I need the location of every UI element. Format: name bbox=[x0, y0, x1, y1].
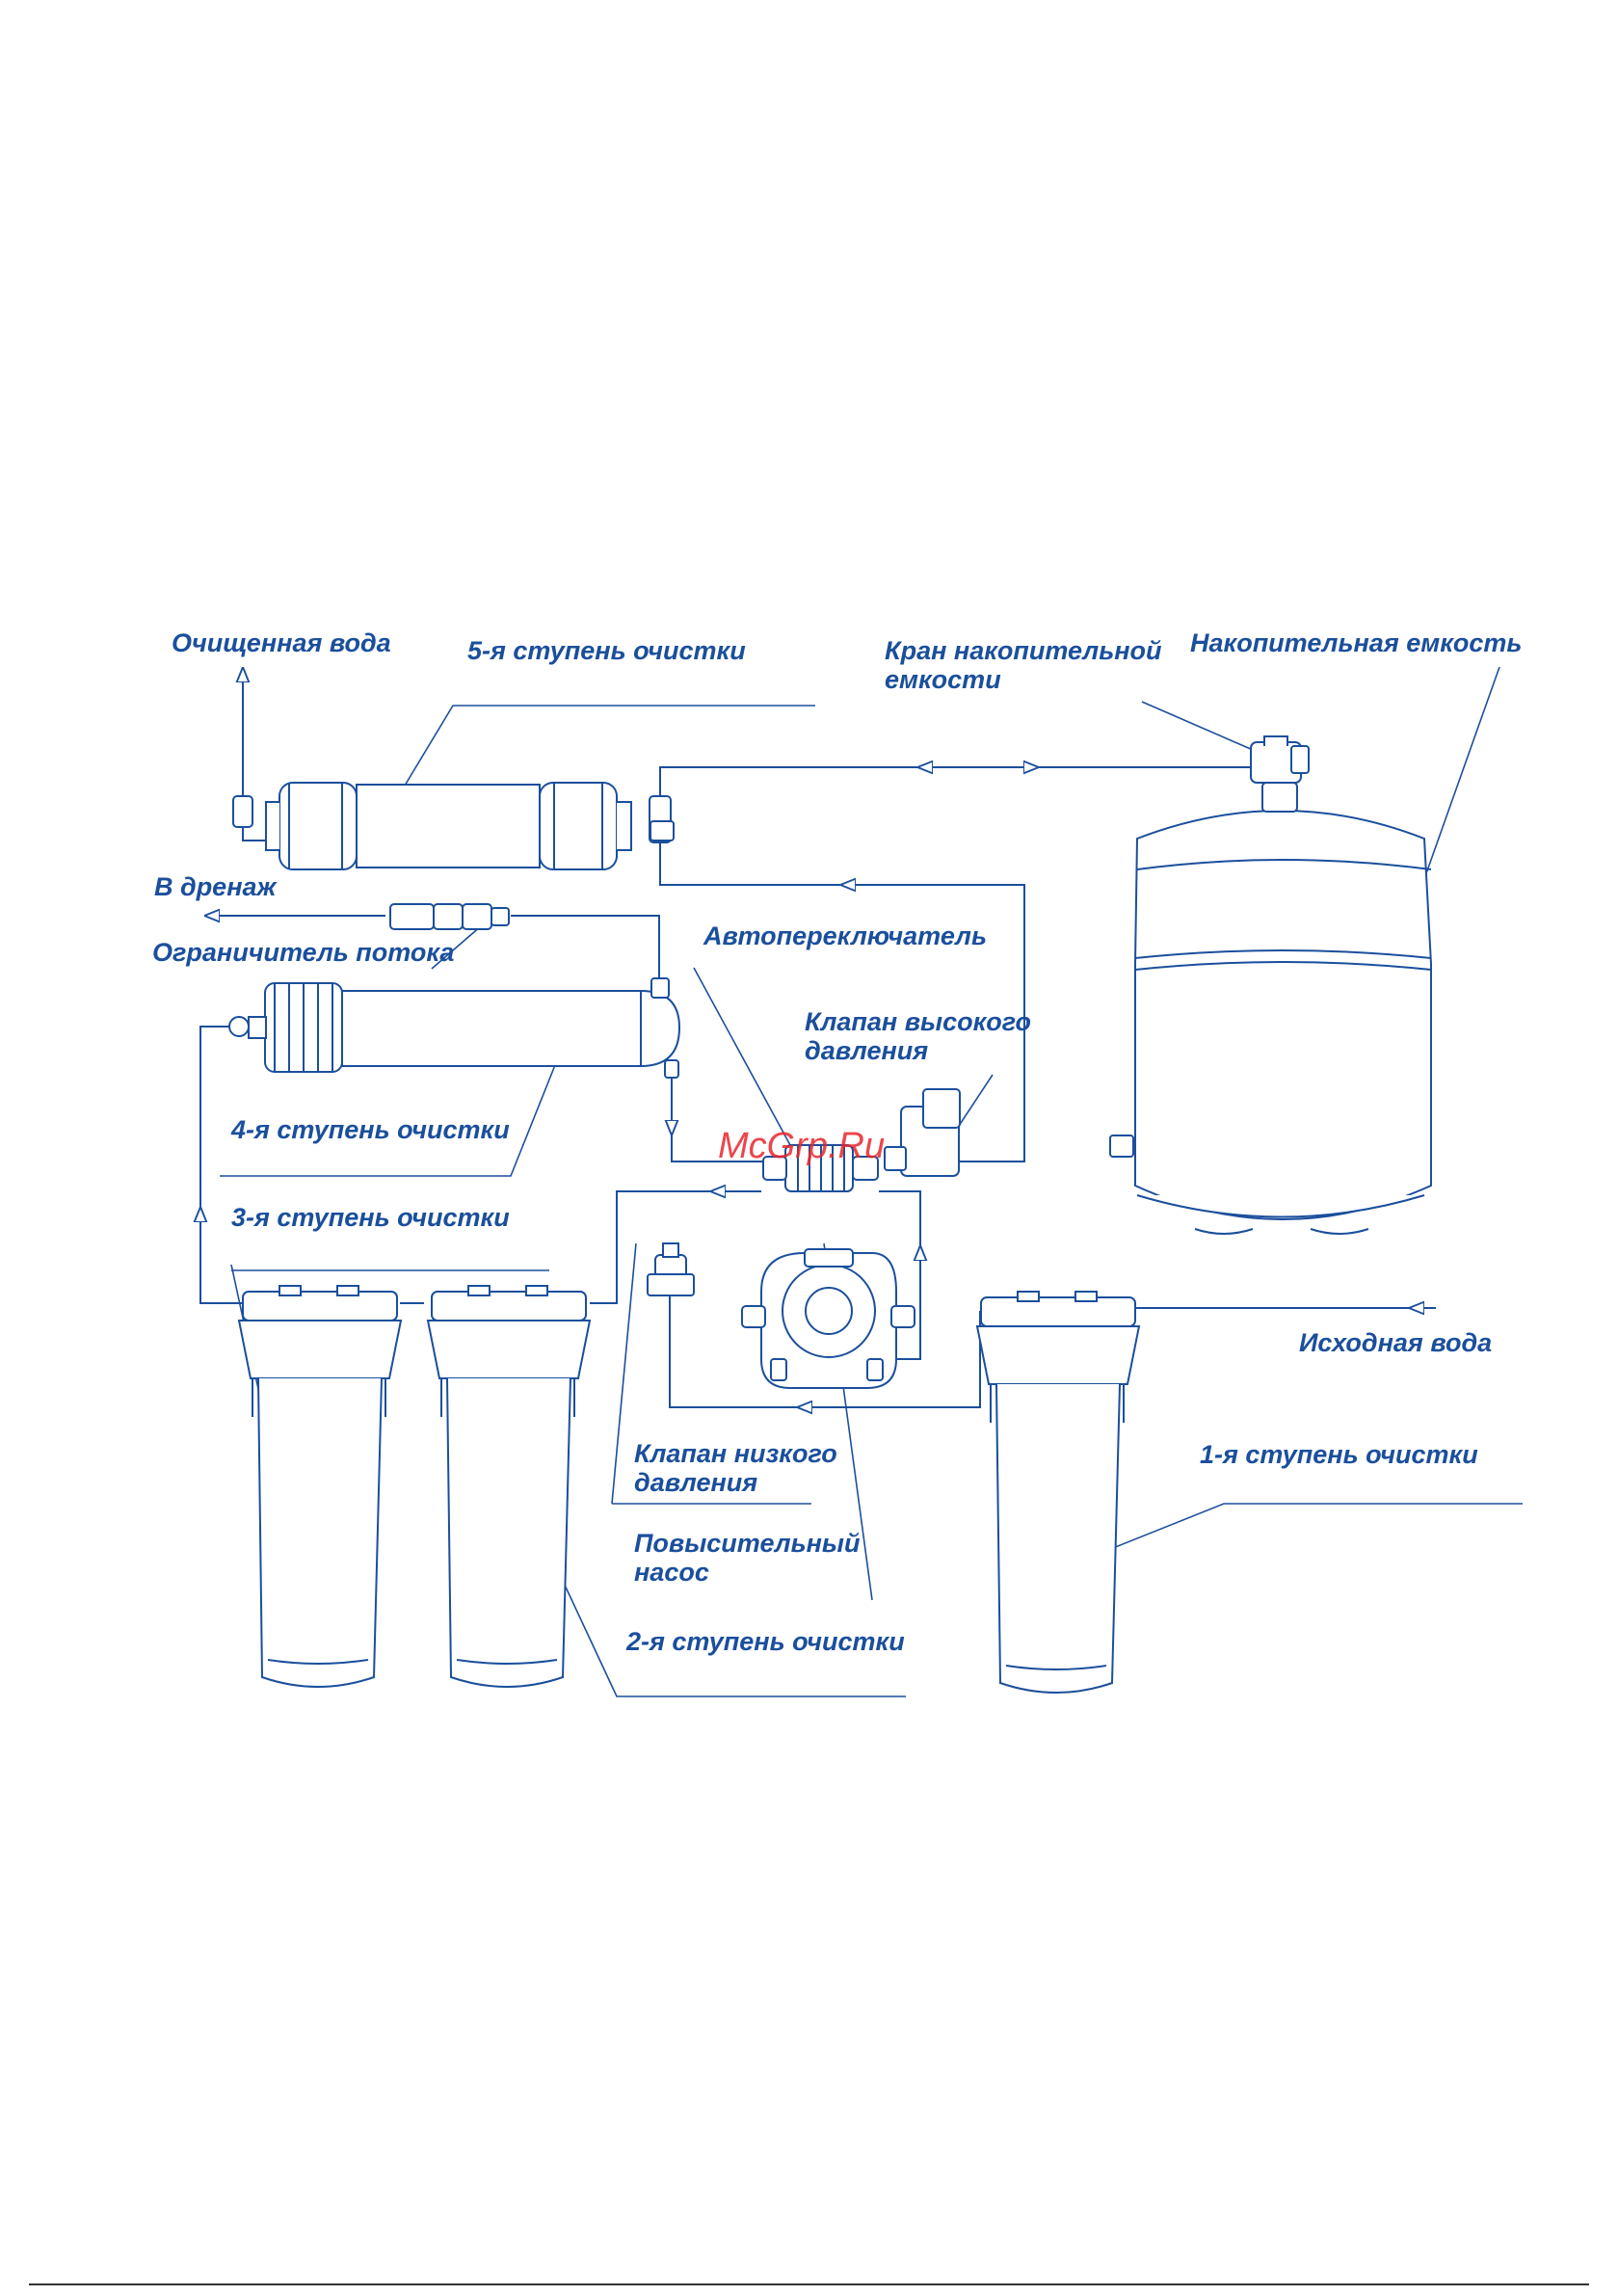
label-storage-tank: Накопительная емкость bbox=[1190, 628, 1523, 657]
page-bottom-rule bbox=[29, 2283, 1589, 2285]
label-stage1: 1-я ступень очистки bbox=[1200, 1440, 1478, 1469]
label-stage2: 2-я ступень очистки bbox=[626, 1627, 905, 1656]
stage1-housing bbox=[975, 1291, 1141, 1694]
low-pressure-valve bbox=[647, 1242, 695, 1309]
label-stage3: 3-я ступень очистки bbox=[231, 1203, 510, 1232]
label-tank-valve: Кран накопительной емкости bbox=[885, 636, 1174, 694]
label-hp-valve: Клапан высокого давления bbox=[805, 1007, 1036, 1065]
label-booster-pump-line2: насос bbox=[634, 1558, 709, 1587]
flow-restrictor bbox=[389, 903, 510, 930]
label-lp-valve-line1: Клапан низкого bbox=[634, 1439, 837, 1468]
label-auto-switch: Автопереключатель bbox=[703, 921, 987, 950]
stage3-housing bbox=[237, 1285, 403, 1688]
label-booster-pump-line1: Повысительный bbox=[634, 1529, 861, 1558]
watermark: McGrp.Ru bbox=[718, 1126, 886, 1166]
label-stage5: 5-я ступень очистки bbox=[467, 636, 746, 665]
label-tank-valve-line2: емкости bbox=[885, 665, 1001, 694]
label-stage4: 4-я ступень очистки bbox=[231, 1115, 510, 1144]
auto-switch bbox=[762, 1144, 879, 1192]
booster-pump bbox=[741, 1248, 915, 1389]
high-pressure-valve bbox=[884, 1088, 961, 1177]
stage4-membrane bbox=[228, 977, 681, 1079]
label-lp-valve: Клапан низкого давления bbox=[634, 1439, 865, 1497]
label-source-water: Исходная вода bbox=[1299, 1328, 1493, 1357]
label-hp-valve-line2: давления bbox=[805, 1036, 929, 1065]
label-booster-pump: Повысительный насос bbox=[634, 1529, 865, 1587]
storage-tank bbox=[1109, 735, 1432, 1235]
leader-lines bbox=[220, 666, 1523, 1697]
label-tank-valve-line1: Кран накопительной bbox=[885, 636, 1162, 665]
label-flow-restrictor: Ограничитель потока bbox=[152, 938, 455, 967]
stage5-filter bbox=[232, 782, 675, 870]
label-hp-valve-line1: Клапан высокого bbox=[805, 1007, 1032, 1036]
label-purified-water: Очищенная вода bbox=[172, 628, 391, 657]
label-drain: В дренаж bbox=[154, 872, 277, 901]
stage2-housing bbox=[426, 1285, 592, 1688]
label-lp-valve-line2: давления bbox=[634, 1468, 758, 1497]
